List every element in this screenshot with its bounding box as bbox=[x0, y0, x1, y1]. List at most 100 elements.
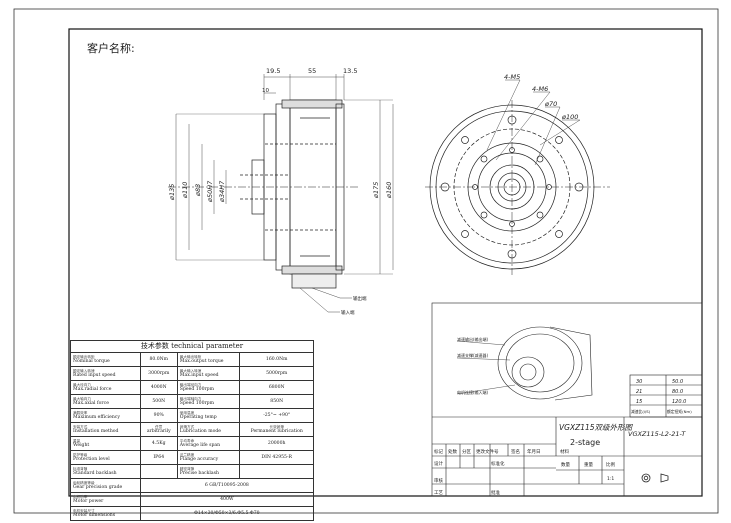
ratio-1: 30 bbox=[636, 379, 642, 385]
title-block bbox=[431, 302, 703, 497]
spec-value: IP64 bbox=[139, 450, 178, 465]
spec-value: 3000rpm bbox=[139, 366, 178, 381]
spec-label-zh: 输出端径向力 bbox=[179, 383, 202, 387]
spec-label-zh: 齿轮精度等级 bbox=[73, 481, 95, 485]
spec-label-en: Protection level bbox=[73, 457, 110, 462]
spec-value: 160.0Nm bbox=[239, 352, 314, 367]
spec-label-en: Motor power bbox=[73, 499, 104, 504]
spec-label-en: Maximum efficiency bbox=[73, 415, 120, 420]
spec-label-en: Standard backlash bbox=[73, 471, 117, 476]
spec-value: 6800N bbox=[239, 380, 314, 395]
spec-label-zh: 平均寿命 bbox=[179, 439, 195, 443]
inner-frame bbox=[68, 28, 703, 497]
torque-2: 80.0 bbox=[672, 389, 683, 395]
side-view bbox=[168, 74, 394, 313]
dim-phi135: ø135 bbox=[168, 184, 176, 201]
spec-label-en: Nominal torque bbox=[73, 359, 110, 364]
spec-value: 20000h bbox=[239, 436, 314, 451]
tb-change-doc: 更改文件号 bbox=[476, 448, 499, 455]
dim-13-5: 13.5 bbox=[343, 67, 357, 75]
spec-label-en: Speed 100rpm bbox=[179, 387, 214, 392]
callout-iso-3: 电机连接(输入端) bbox=[457, 389, 489, 395]
dim-4-m5: 4-M5 bbox=[504, 73, 520, 81]
ratio-header: 减速比(i/S) bbox=[631, 409, 651, 414]
spec-label-en: Operating temp bbox=[179, 415, 217, 420]
torque-1: 50.0 bbox=[672, 379, 683, 385]
drawing-title-zh: VGXZ115双级外形图 bbox=[559, 423, 634, 432]
spec-value: 90% bbox=[139, 408, 178, 423]
spec-value: Φ14×30/Φ50×3/6.Φ5.5-Φ70 bbox=[139, 506, 315, 521]
outer-frame bbox=[13, 8, 719, 514]
spec-value: DIN 42955-R bbox=[239, 450, 314, 465]
dim-phi160: ø160 bbox=[385, 182, 393, 199]
spec-value: 850N bbox=[239, 394, 314, 409]
spec-label-en: Installation method bbox=[73, 429, 119, 434]
ratio-2: 21 bbox=[636, 389, 642, 395]
spec-label-zh: 使用温度 bbox=[179, 411, 195, 415]
spec-label-en: Average life span bbox=[179, 443, 221, 448]
iso-view bbox=[456, 326, 593, 401]
spec-label-zh: 安装方式 bbox=[73, 425, 88, 429]
spec-label-zh: 精密背隙 bbox=[179, 467, 195, 471]
dim-phi100: ø100 bbox=[561, 113, 578, 121]
tb-standard: 标准化 bbox=[491, 460, 505, 467]
dim-phi83: ø83 bbox=[194, 184, 202, 197]
spec-label-en: Weight bbox=[73, 443, 90, 448]
dim-phi50h7: ø50H7 bbox=[206, 180, 214, 203]
spec-value: 6 GB/T10095-2008 bbox=[139, 478, 315, 493]
dim-10: 10 bbox=[262, 88, 269, 94]
dim-phi70: ø70 bbox=[544, 100, 557, 108]
tb-material: 材料 bbox=[560, 448, 569, 455]
tb-zone: 分区 bbox=[462, 448, 471, 455]
spec-label-en: Max.radial force bbox=[73, 387, 112, 392]
tb-date: 年月日 bbox=[527, 448, 541, 455]
callout-iso-2: 减速支撑(减速器) bbox=[457, 352, 489, 358]
dim-phi175: ø175 bbox=[372, 182, 380, 199]
spec-value: 500N bbox=[139, 394, 178, 409]
model-code: VGXZ115-L2-21-T bbox=[628, 430, 686, 438]
ratio-3: 15 bbox=[636, 399, 642, 405]
spec-label-zh: 额定输出转矩 bbox=[73, 355, 95, 359]
tb-process: 工艺 bbox=[434, 490, 443, 496]
dim-4-m6: 4-M6 bbox=[532, 85, 548, 93]
spec-label-zh: 电机功率 bbox=[73, 495, 88, 499]
spec-label-en: Precise backlash bbox=[179, 471, 219, 476]
spec-label-zh: 输出端轴向力 bbox=[179, 397, 202, 401]
tb-count: 处数 bbox=[448, 448, 457, 455]
spec-label-zh: 重量 bbox=[73, 439, 81, 443]
spec-label-zh: 标准背隙 bbox=[73, 467, 88, 471]
spec-label-zh: 最大输入转速 bbox=[179, 369, 202, 373]
dim-55: 55 bbox=[308, 67, 316, 75]
spec-label-en: Gear precision grade bbox=[73, 485, 123, 490]
tb-scale: 比例 bbox=[606, 461, 615, 468]
callout-iso-1: 减速输出(输出端) bbox=[457, 336, 489, 342]
spec-label-en: Speed 100rpm bbox=[179, 401, 214, 406]
spec-value: 400W bbox=[139, 492, 315, 507]
